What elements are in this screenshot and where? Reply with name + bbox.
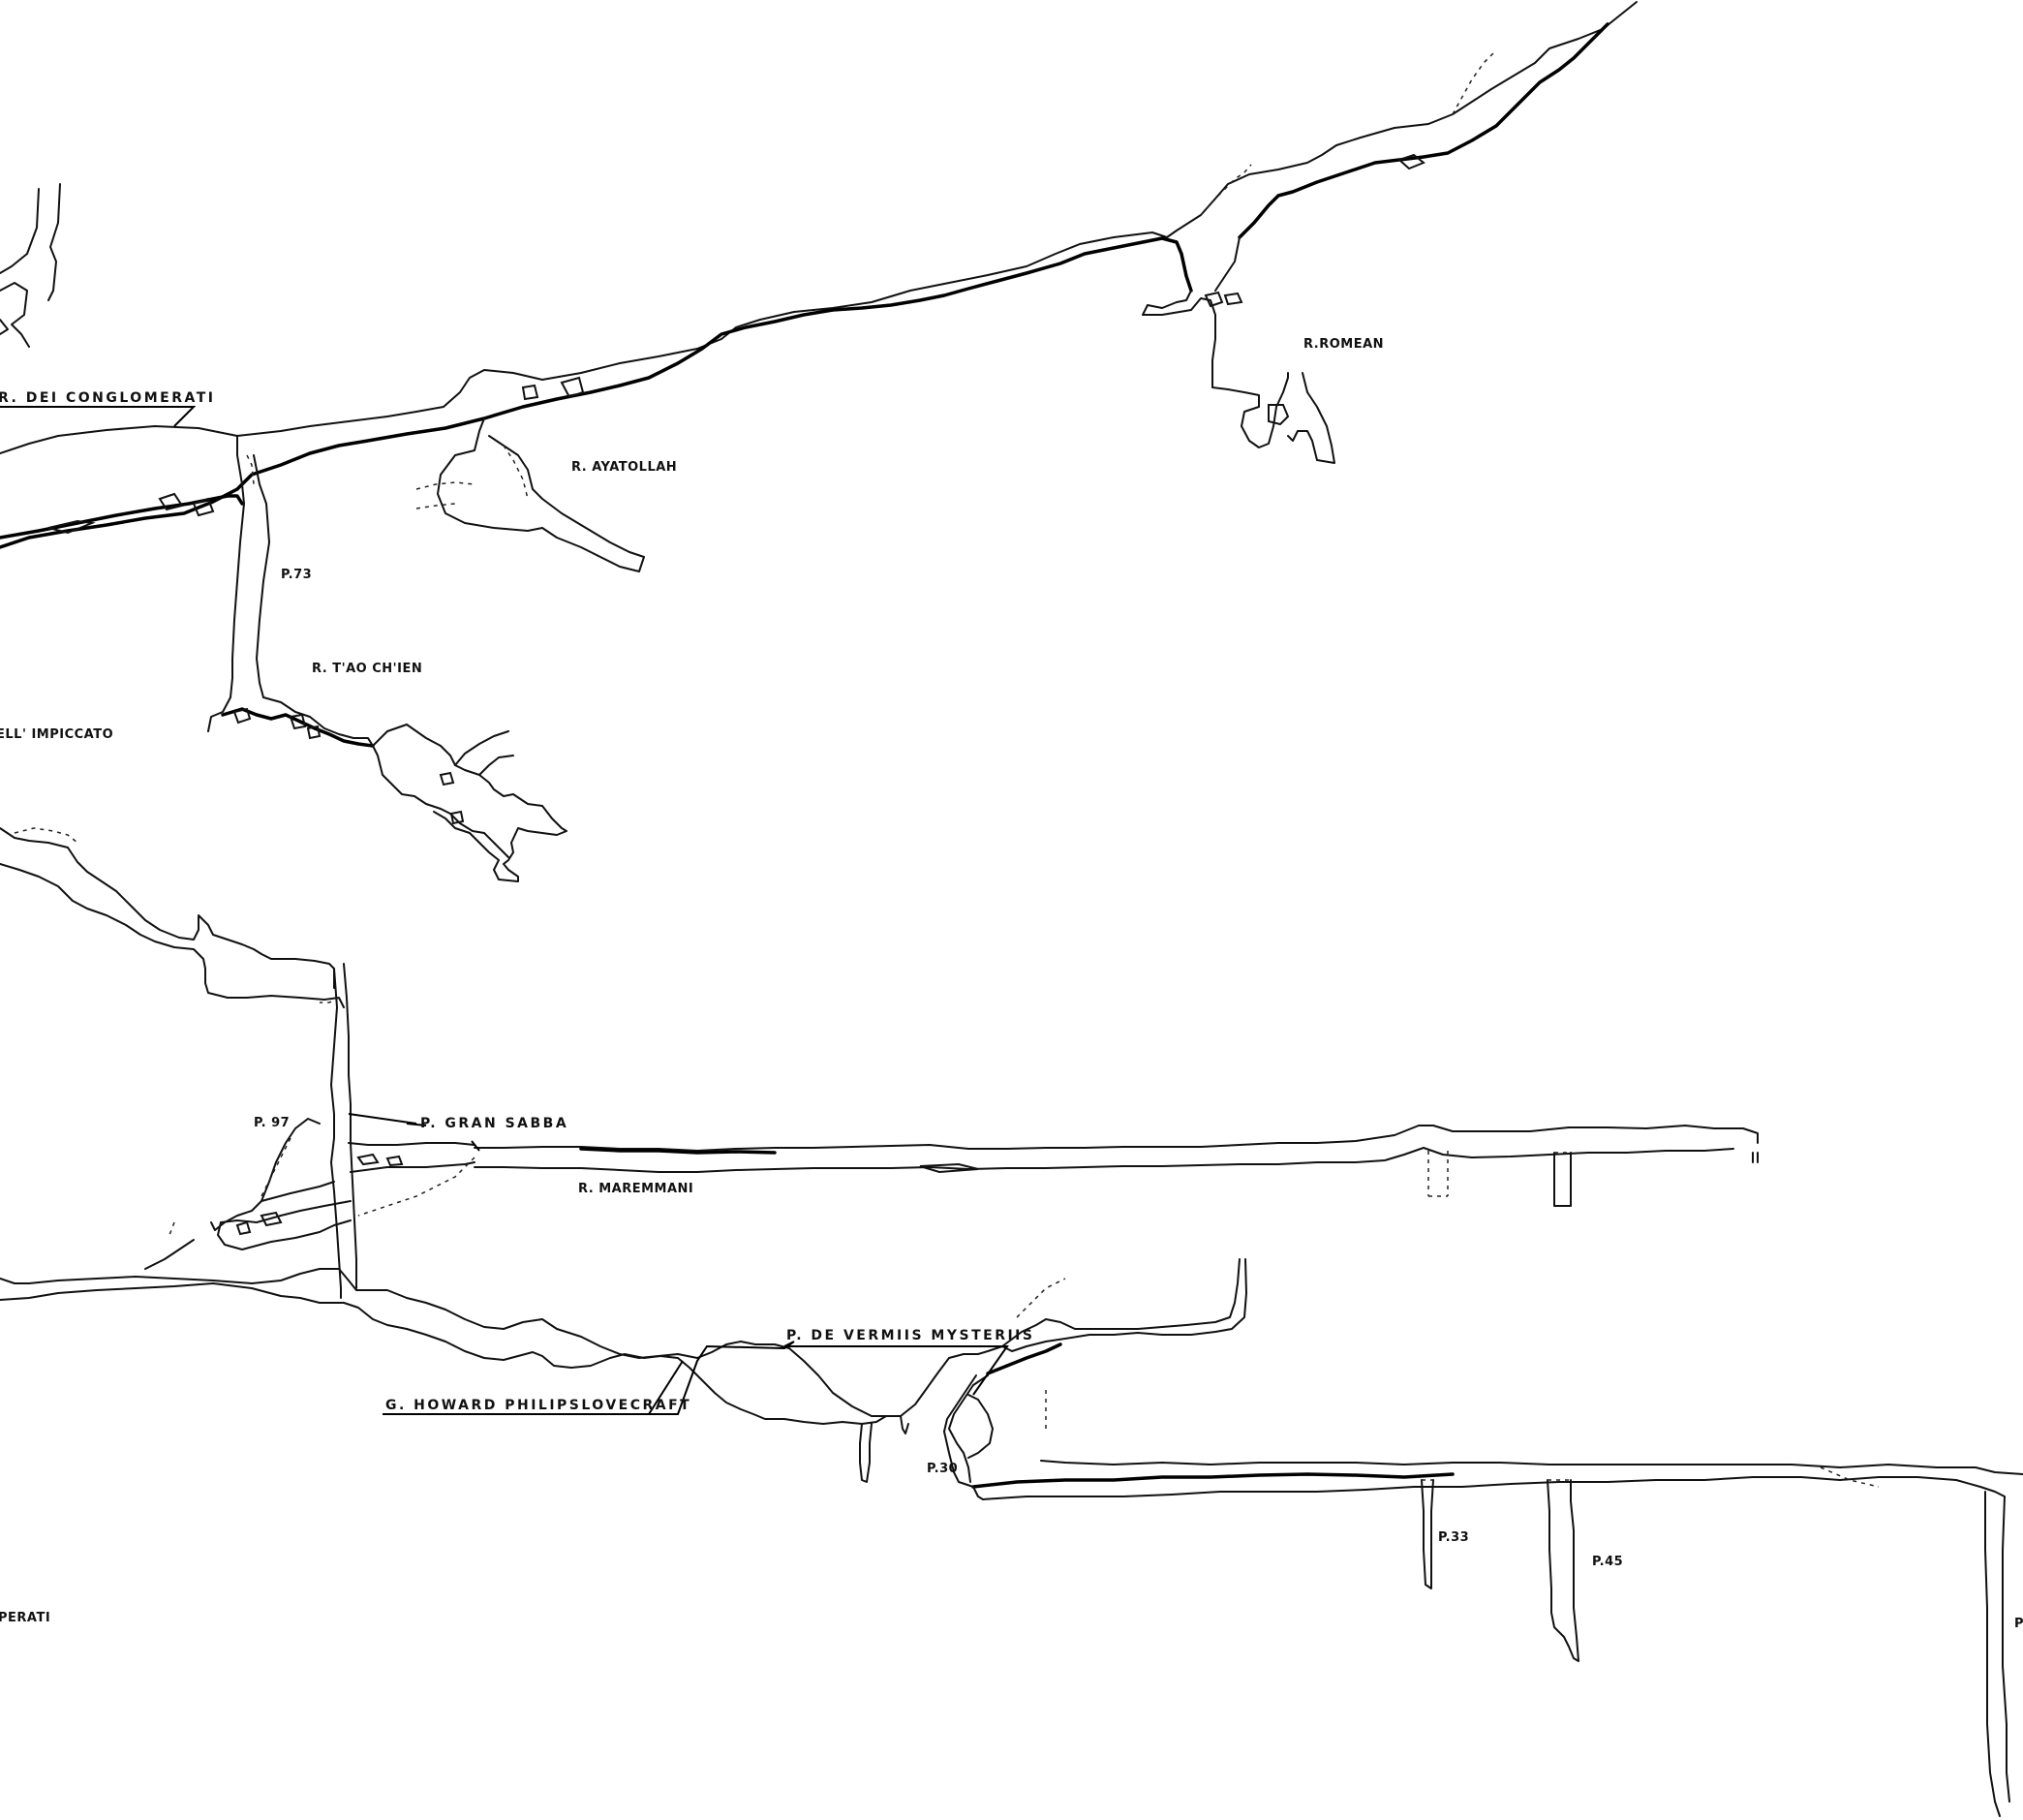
lower-gallery (0, 1258, 2023, 1817)
ayatollah-branch (415, 376, 645, 572)
label-vermiis: P. DE VERMIIS MYSTERIIS (786, 1328, 1034, 1343)
label-p73: P.73 (281, 568, 312, 582)
label-conglomerati: R. DEI CONGLOMERATI (0, 390, 216, 406)
label-lovecraft: G. HOWARD PHILIPSLOVECRAFT (385, 1398, 691, 1413)
p73-shaft (0, 435, 567, 882)
upper-gallery (0, 1, 1638, 549)
label-romean: R.ROMEAN (1303, 337, 1384, 352)
label-gran-sabba: P. GRAN SABBA (420, 1116, 568, 1131)
map-labels: R. DEI CONGLOMERATI R. AYATOLLAH R.ROMEA… (0, 337, 2023, 1631)
upper-left-passage (0, 183, 61, 348)
label-maremmani: R. MAREMMANI (578, 1182, 693, 1196)
maremmani-gallery (0, 827, 1759, 1299)
label-p30: P.30 (927, 1462, 958, 1476)
leader-lines (0, 406, 1009, 1415)
label-p45: P.45 (1592, 1555, 1623, 1569)
label-p97: P. 97 (254, 1116, 290, 1130)
label-tao-chien: R. T'AO CH'IEN (312, 662, 422, 676)
label-impiccato: ELL' IMPICCATO (0, 727, 113, 742)
label-p33: P.33 (1438, 1530, 1469, 1545)
label-p-edge: P (2014, 1617, 2023, 1631)
label-perati: PERATI (0, 1611, 50, 1625)
label-ayatollah: R. AYATOLLAH (571, 460, 677, 475)
